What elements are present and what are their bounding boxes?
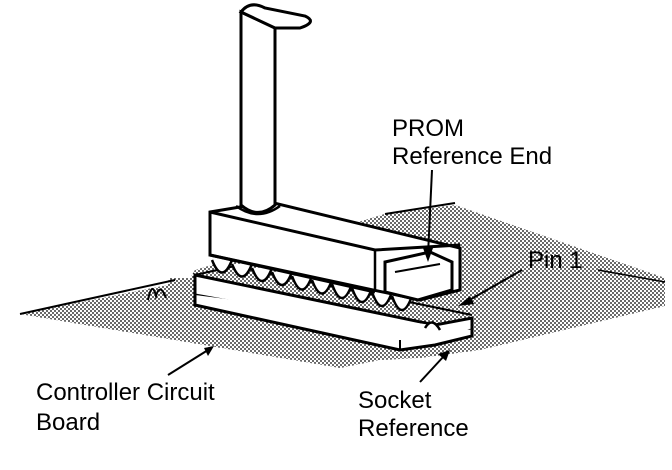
label-pin-1: Pin 1 [528, 247, 583, 274]
board-edge-line [384, 202, 456, 215]
board-break-mark [147, 288, 167, 301]
board-edge-line [19, 279, 176, 315]
board-edge-line [597, 269, 666, 283]
socket-reference-notch [423, 321, 442, 331]
insertion-tool [235, 3, 312, 216]
label-line: Reference [358, 415, 469, 442]
label-controller-circuit-board: Controller Circuit Board [36, 379, 221, 436]
prom-pins [210, 259, 414, 312]
label-line: PROM [392, 115, 464, 142]
leader-socket-reference [419, 350, 450, 383]
prom-reference-notch [383, 250, 454, 302]
label-socket-reference: Socket Reference [358, 387, 469, 442]
label-line: Pin 1 [528, 247, 583, 274]
label-line: Reference End [392, 143, 552, 170]
label-line: Controller Circuit [36, 379, 215, 406]
leader-pin-1 [458, 269, 523, 306]
label-line: Board [36, 409, 100, 436]
leader-prom-reference-end [423, 169, 433, 262]
prom-chip [208, 200, 462, 302]
label-prom-reference-end: PROM Reference End [392, 115, 552, 170]
label-line: Socket [358, 387, 432, 414]
socket [193, 264, 474, 352]
leader-controller-board [167, 346, 214, 376]
